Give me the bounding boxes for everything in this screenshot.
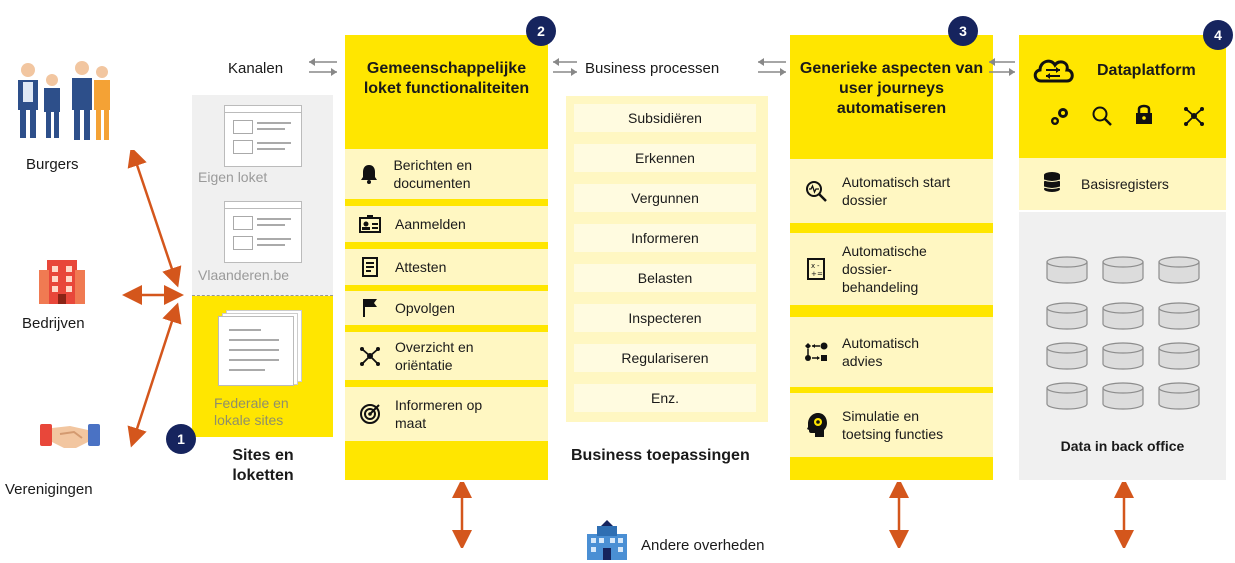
function-login-label: Aanmelden (395, 216, 466, 232)
other-governments-label: Andere overheden (641, 537, 765, 554)
generic-advice-label: Automatisch advies (842, 335, 920, 369)
function-follow-up-label: Opvolgen (395, 300, 455, 316)
svg-text:x: x (811, 262, 815, 270)
generic-aspects-panel: Generieke aspecten van user journeys aut… (790, 35, 993, 480)
process-item[interactable]: Subsidiëren (574, 104, 756, 132)
own-counter-window[interactable] (224, 105, 302, 167)
process-item[interactable]: Enz. (574, 384, 756, 412)
building-icon (39, 260, 85, 304)
government-building-icon (587, 520, 627, 560)
network-icon (1184, 107, 1204, 126)
own-counter-label: Eigen loket (198, 169, 268, 185)
double-arrow-icon (989, 58, 1015, 76)
database-icon (1043, 172, 1061, 192)
channels-label: Kanalen (228, 60, 284, 77)
function-certificates[interactable]: Attesten (345, 249, 548, 285)
double-arrow-icon (553, 58, 577, 76)
process-item[interactable]: Regulariseren (574, 344, 756, 372)
badge-2: 2 (526, 16, 556, 46)
function-login[interactable]: Aanmelden (345, 206, 548, 242)
lock-icon (1136, 104, 1152, 124)
vlaanderen-label: Vlaanderen.be (198, 267, 290, 283)
generic-simulation-label: Simulatie en toetsing functies (842, 408, 944, 442)
badge-3: 3 (948, 16, 978, 46)
network-icon (360, 347, 380, 366)
double-arrow-icon (758, 58, 786, 76)
citizens-icon (18, 61, 110, 140)
function-overview-label: Overzicht en oriëntatie (395, 339, 474, 373)
svg-text:-: - (817, 262, 820, 270)
function-overview[interactable]: Overzicht en oriëntatie (345, 332, 548, 380)
business-apps-label: Business toepassingen (571, 447, 750, 464)
vertical-arrows (452, 482, 1134, 548)
citizens-label: Burgers (26, 156, 79, 173)
brain-gear-icon (807, 413, 827, 437)
divider (192, 295, 333, 296)
companies-label: Bedrijven (22, 315, 85, 332)
vlaanderen-window[interactable] (224, 201, 302, 263)
process-item[interactable]: Erkennen (574, 144, 756, 172)
gears-icon (1051, 108, 1068, 125)
cloud-icon (1033, 59, 1074, 83)
common-functions-title: Gemeenschappelijke loket functionaliteit… (363, 60, 530, 97)
generic-advice[interactable]: Automatisch advies (790, 317, 993, 387)
backoffice-panel: Data in back office (1019, 212, 1226, 480)
function-follow-up[interactable]: Opvolgen (345, 291, 548, 325)
generic-start-dossier-label: Automatisch start dossier (842, 174, 951, 208)
badge-4: 4 (1203, 20, 1233, 50)
business-processes-panel: Subsidiëren Erkennen Vergunnen Informere… (566, 96, 768, 422)
database-grid (1046, 256, 1200, 410)
id-card-icon (359, 215, 381, 233)
federal-doc-stack[interactable] (218, 310, 304, 386)
certificate-icon (362, 257, 378, 277)
federal-label: Federale en lokale sites (214, 395, 289, 428)
bell-icon (361, 165, 378, 184)
svg-text:=: = (817, 270, 823, 278)
common-functions-panel: Gemeenschappelijke loket functionaliteit… (345, 35, 548, 480)
backoffice-label: Data in back office (1060, 438, 1185, 454)
search-pulse-icon (806, 181, 827, 202)
sites-panel: Eigen loket Vlaanderen.be Federale en lo… (192, 95, 333, 437)
function-certificates-label: Attesten (395, 259, 447, 275)
double-arrow-icon (309, 58, 337, 76)
registers-row[interactable]: Basisregisters (1019, 158, 1226, 210)
dataplatform-title: Dataplatform (1097, 62, 1196, 79)
process-item[interactable]: Inspecteren (574, 304, 756, 332)
generic-dossier-handling[interactable]: x-+= Automatische dossier-behandeling (790, 233, 993, 305)
registers-label: Basisregisters (1081, 176, 1169, 192)
actor-arrows (122, 150, 184, 448)
business-processes-label: Business processen (585, 60, 720, 77)
generic-simulation[interactable]: Simulatie en toetsing functies (790, 393, 993, 457)
svg-text:+: + (811, 270, 817, 278)
handshake-icon (40, 424, 100, 448)
dataplatform-panel: Dataplatform (1019, 35, 1226, 158)
generic-aspects-title: Generieke aspecten van user journeys aut… (799, 60, 984, 117)
flowchart-icon (805, 342, 828, 361)
generic-start-dossier[interactable]: Automatisch start dossier (790, 159, 993, 223)
badge-1: 1 (166, 424, 196, 454)
associations-label: Verenigingen (5, 481, 93, 498)
flag-icon (363, 299, 377, 317)
function-custom-info-label: Informeren op maat (395, 397, 483, 431)
function-custom-info[interactable]: Informeren op maat (345, 387, 548, 441)
sites-title: Sites en loketten (232, 447, 294, 484)
process-item[interactable]: Vergunnen (574, 184, 756, 212)
calculator-icon: x-+= (807, 258, 825, 280)
search-icon (1092, 106, 1112, 126)
generic-dossier-handling-label: Automatische dossier-behandeling (842, 243, 927, 295)
function-messages[interactable]: Berichten en documenten (345, 149, 548, 199)
process-item[interactable]: Informeren (574, 224, 756, 252)
target-icon (360, 404, 380, 424)
process-item[interactable]: Belasten (574, 264, 756, 292)
function-messages-label: Berichten en documenten (393, 157, 473, 191)
